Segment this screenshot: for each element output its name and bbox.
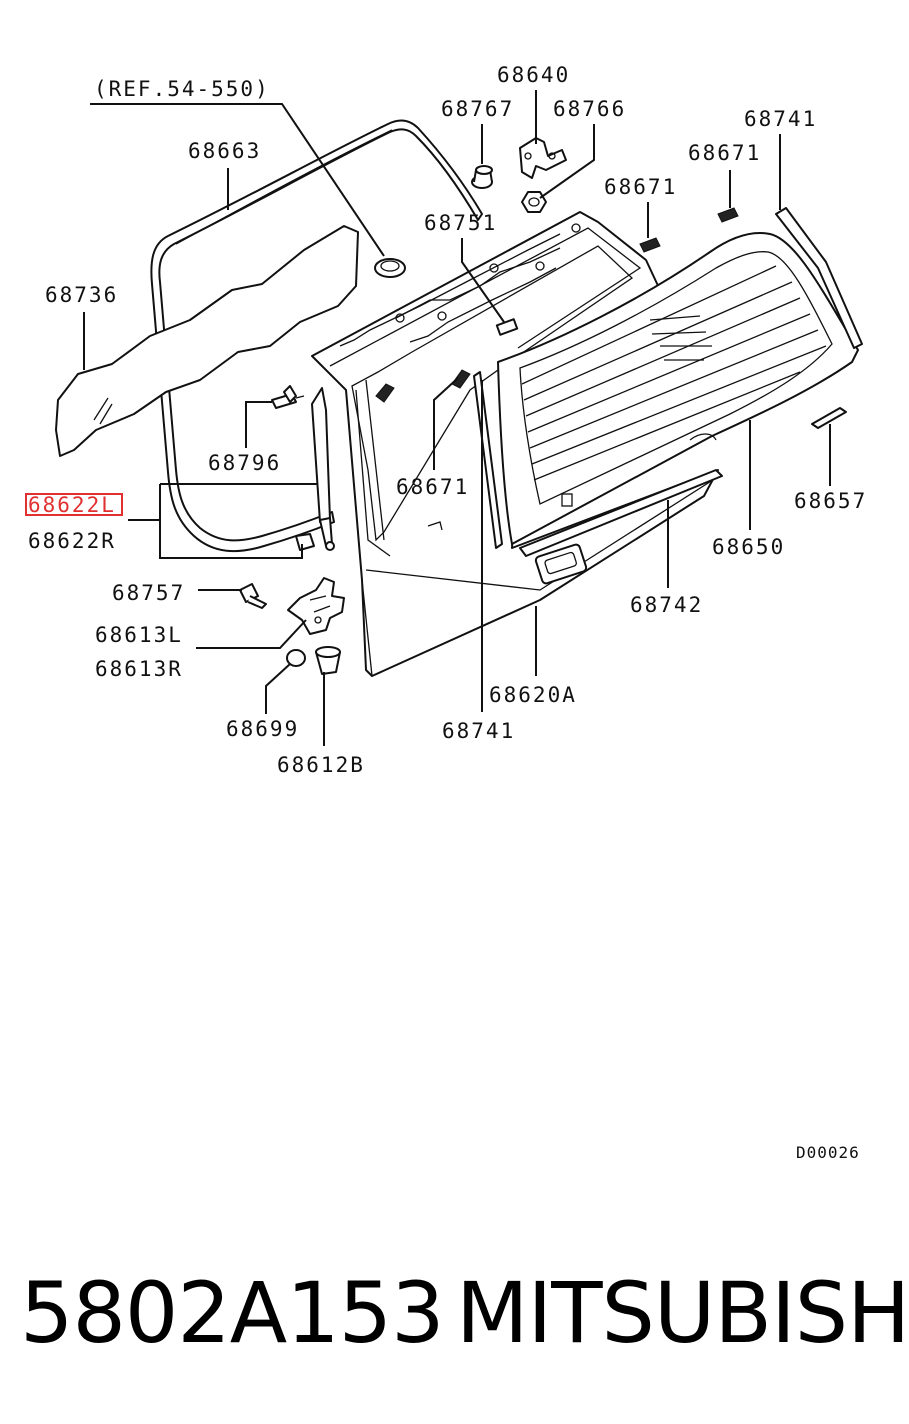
label-68612B: 68612B	[277, 753, 365, 777]
nut-68766	[521, 191, 547, 213]
highlight-box-68622L	[25, 493, 123, 516]
label-68640: 68640	[497, 63, 570, 87]
label-68620A: 68620A	[489, 683, 577, 707]
label-68751: 68751	[424, 211, 497, 235]
callout-labels: (REF.54-550) 68640 68767 68766 68741 686…	[28, 63, 867, 1162]
label-68736: 68736	[45, 283, 118, 307]
grommet-ref	[374, 258, 406, 278]
label-68622L: 68622L	[28, 493, 116, 517]
gas-spring-68622	[295, 387, 335, 551]
weatherstrip-68663	[150, 119, 483, 553]
label-68767: 68767	[441, 97, 514, 121]
label-68613L: 68613L	[95, 623, 183, 647]
label-68671-b: 68671	[604, 175, 677, 199]
label-68622R: 68622R	[28, 529, 116, 553]
label-68741-top: 68741	[744, 107, 817, 131]
molding-68741-right	[775, 207, 863, 349]
label-68742: 68742	[630, 593, 703, 617]
bolt-68757	[239, 583, 267, 609]
label-68766: 68766	[553, 97, 626, 121]
pads-68671	[375, 207, 739, 403]
leader-lines	[83, 90, 831, 746]
caption-bar: 5802A153 MITSUBISHI	[0, 1258, 909, 1388]
label-68757: 68757	[112, 581, 185, 605]
label-68741-bottom: 68741	[442, 719, 515, 743]
label-68650: 68650	[712, 535, 785, 559]
diagram-code: D00026	[796, 1143, 860, 1162]
label-reference: (REF.54-550)	[94, 77, 270, 101]
part-number: 5802A153	[20, 1264, 445, 1362]
label-68671-a: 68671	[688, 141, 761, 165]
bumper-68612B	[315, 646, 341, 675]
label-68613R: 68613R	[95, 657, 183, 681]
hinge-68640	[519, 137, 567, 179]
latch-68613	[287, 577, 345, 635]
label-68671-c: 68671	[396, 475, 469, 499]
label-68796: 68796	[208, 451, 281, 475]
trim-panel-68736	[55, 225, 359, 457]
o-ring-68699	[286, 649, 306, 667]
label-68663: 68663	[188, 139, 261, 163]
clip-68751	[495, 318, 519, 336]
molding-68742	[519, 469, 723, 557]
brand-name: MITSUBISHI	[456, 1264, 909, 1362]
molding-68657	[811, 407, 847, 429]
label-68699: 68699	[226, 717, 299, 741]
back-window-glass-68650	[497, 232, 859, 545]
bolt-68767	[471, 165, 493, 189]
stud-68796	[271, 385, 305, 409]
label-68657: 68657	[794, 489, 867, 513]
